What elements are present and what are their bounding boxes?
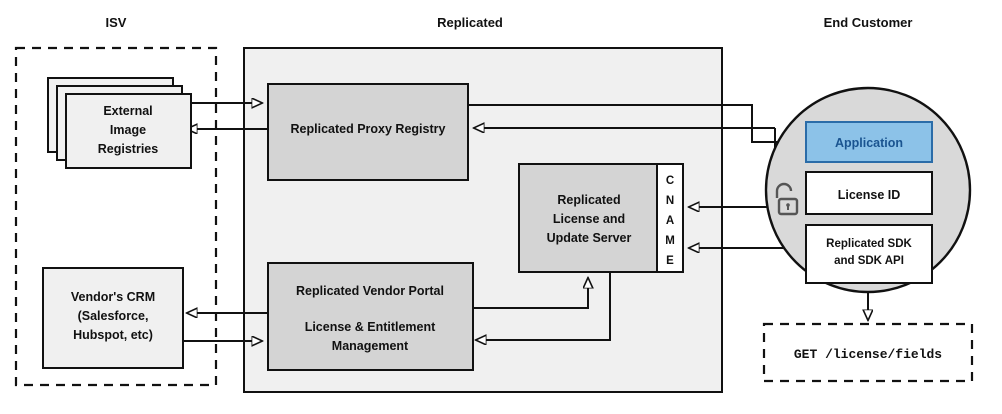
replicated-zone-title: Replicated — [437, 15, 503, 30]
vendors-crm-node[interactable]: Vendor's CRM (Salesforce, Hubspot, etc) — [42, 267, 184, 369]
connector-vendor-portal-to-license-server — [470, 278, 588, 309]
license-id-label: License ID — [838, 188, 901, 202]
license-id-node[interactable]: License ID — [805, 171, 933, 215]
cname-tag[interactable]: C N A M E — [656, 163, 684, 273]
vendor-portal-label-line-1: Replicated Vendor Portal — [296, 284, 444, 298]
application-label: Application — [835, 136, 903, 150]
isv-zone-boundary — [14, 46, 218, 387]
unlock-icon — [775, 182, 799, 216]
sdk-label-line-1: Replicated SDK — [826, 238, 912, 250]
cname-box — [656, 163, 684, 273]
application-box — [805, 121, 933, 163]
isv-zone-title: ISV — [106, 15, 127, 30]
vendor-portal-label-line-3: License & Entitlement — [305, 320, 436, 334]
license-server-label-line-1: Replicated — [557, 193, 620, 207]
end-customer-zone-title: End Customer — [824, 15, 913, 30]
crm-label-line-2: (Salesforce, — [78, 309, 149, 323]
license-id-box — [805, 171, 933, 215]
license-server-box — [518, 163, 660, 273]
crm-label-line-1: Vendor's CRM — [71, 290, 155, 304]
cname-letter-4: E — [666, 255, 674, 267]
api-call-label: GET /license/fields — [794, 347, 942, 362]
replicated-license-and-update-server-node[interactable]: Replicated License and Update Server — [518, 163, 660, 273]
cname-letter-0: C — [666, 175, 674, 187]
replicated-proxy-registry-node[interactable]: Replicated Proxy Registry — [267, 83, 469, 181]
license-server-label-line-2: License and — [553, 212, 625, 226]
replicated-sdk-box — [805, 224, 933, 284]
license-server-label-line-3: Update Server — [547, 231, 632, 245]
cname-letter-3: M — [665, 235, 675, 247]
registries-stack-front — [65, 93, 192, 169]
registries-label-line-3: Registries — [98, 142, 158, 156]
external-image-registries-node[interactable]: External Image Registries — [47, 77, 192, 169]
connector-license-server-to-vendor-portal — [476, 272, 611, 340]
proxy-registry-box — [267, 83, 469, 181]
vendors-crm-box — [42, 267, 184, 369]
cname-letter-2: A — [666, 215, 674, 227]
application-node[interactable]: Application — [805, 121, 933, 163]
registries-label-line-1: External — [103, 104, 152, 118]
api-call-box: GET /license/fields — [762, 322, 974, 383]
replicated-sdk-node[interactable]: Replicated SDK and SDK API — [805, 224, 933, 284]
cname-letter-1: N — [666, 195, 674, 207]
vendor-portal-label-line-4: Management — [332, 339, 409, 353]
crm-label-line-3: Hubspot, etc) — [73, 328, 153, 342]
api-call-boundary — [762, 322, 974, 383]
vendor-portal-box — [267, 262, 474, 371]
replicated-vendor-portal-node[interactable]: Replicated Vendor Portal License & Entit… — [267, 262, 474, 371]
registries-label-line-2: Image — [110, 123, 146, 137]
sdk-label-line-2: and SDK API — [834, 255, 904, 267]
proxy-registry-label: Replicated Proxy Registry — [291, 122, 446, 136]
